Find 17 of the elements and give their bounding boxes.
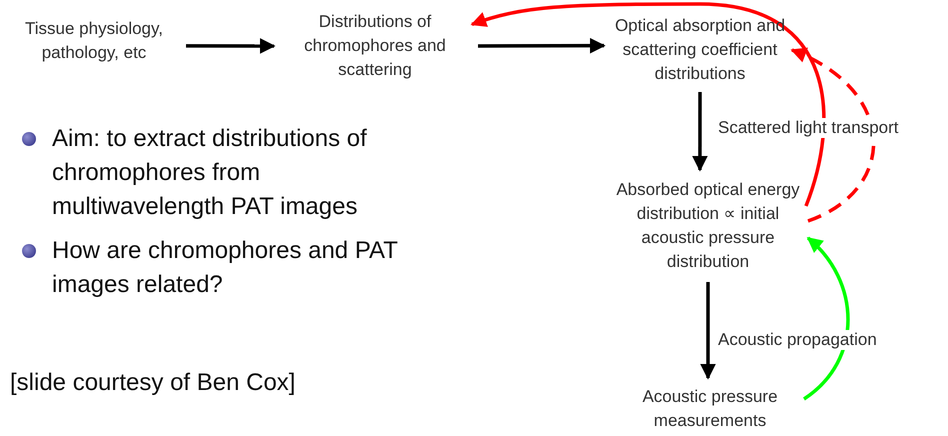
arrow xyxy=(802,236,850,400)
node-text: Optical absorption and scattering coefficient distributions xyxy=(614,15,786,85)
arrow xyxy=(478,38,606,54)
bullet-text: Aim: to extract distributions of chromophores from multiwavelength PAT images xyxy=(52,124,368,222)
arrow xyxy=(186,38,276,54)
note-text: [slide courtesy of Ben Cox] xyxy=(10,368,296,398)
edge-label: Acoustic propagation xyxy=(716,330,879,350)
arrow xyxy=(790,48,876,223)
node-text: Absorbed optical energy distribution ∝ initial acoustic pressure distribution xyxy=(615,179,801,273)
node-text: Acoustic pressure measurements xyxy=(641,386,779,432)
node-text: Distributions of chromophores and scattering xyxy=(303,11,447,81)
arrow xyxy=(700,282,716,380)
arrow xyxy=(470,2,826,207)
arrow xyxy=(692,92,708,172)
edge-label: Scattered light transport xyxy=(716,118,900,138)
node-text: Tissue physiology, pathology, etc xyxy=(24,18,164,64)
bullet-text: How are chromophores and PAT images related? xyxy=(52,236,399,300)
